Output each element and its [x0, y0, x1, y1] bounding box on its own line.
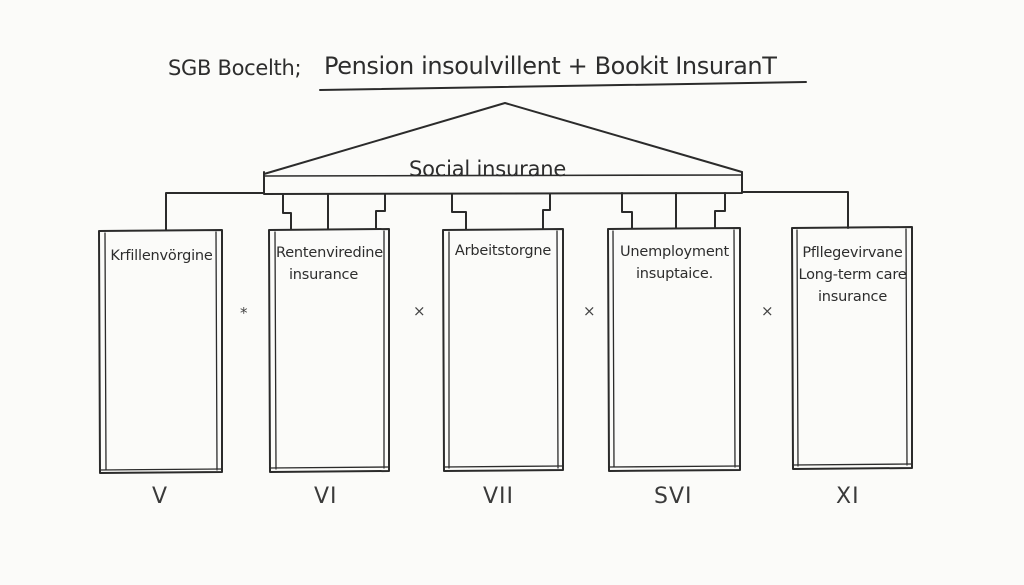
separator-3: × [583, 302, 596, 320]
pillar-3-label: Arbeitstorgne [443, 240, 563, 262]
pillar-4-box [607, 227, 741, 472]
pillar-2-capital [282, 193, 386, 230]
title-underline [319, 81, 807, 91]
pillar-4-numeral: SVI [654, 484, 693, 509]
separator-1: * [240, 304, 248, 322]
connector-left [165, 192, 265, 231]
pillar-1-numeral: V [152, 484, 169, 509]
roof-label: Social insurane [409, 157, 567, 181]
pillar-5-label-line-3: insurance [817, 289, 888, 305]
pillar-3-box [442, 228, 564, 472]
pillar-3-label-line-1: Arbeitstorgne [454, 243, 552, 259]
pillar-4-capital [621, 192, 726, 229]
pillar-4-label-line-1: Unemployment [619, 244, 730, 260]
pillar-5-label: Pfllegevirvane Long-term care insurance [793, 242, 912, 308]
pillar-2-box [268, 228, 390, 473]
separator-2: × [413, 302, 426, 320]
separator-4: × [761, 302, 774, 320]
pillar-2-numeral: VI [314, 484, 338, 509]
pillar-3-capital [451, 193, 551, 230]
connector-right [741, 191, 849, 229]
title-prefix: SGB Bocelth; [168, 56, 302, 80]
pillar-1-label: Krfillenvörgine [106, 245, 217, 267]
pillar-5-label-line-2: Long-term care [798, 267, 907, 283]
pillar-3-numeral: VII [483, 484, 515, 509]
pillar-4-label-line-2: insuptaice. [635, 266, 714, 282]
pillar-2-label-line-1: Rentenviredine [275, 245, 384, 261]
pillar-4-label: Unemployment insuptaice. [609, 241, 740, 285]
pillar-5-numeral: XI [836, 484, 860, 509]
pillar-5-label-line-1: Pfllegevirvane [802, 245, 903, 261]
pillar-1-label-line-1: Krfillenvörgine [110, 248, 213, 264]
pillar-5-box [791, 226, 913, 470]
roof-base [263, 171, 743, 195]
pillar-2-label: Rentenviredine insurance [270, 242, 389, 286]
roof-outline [263, 102, 743, 175]
title-main: Pension insoulvillent + Bookit InsuranT [324, 52, 777, 80]
pillar-1-box [98, 229, 223, 474]
pillar-2-label-line-2: insurance [288, 267, 359, 283]
